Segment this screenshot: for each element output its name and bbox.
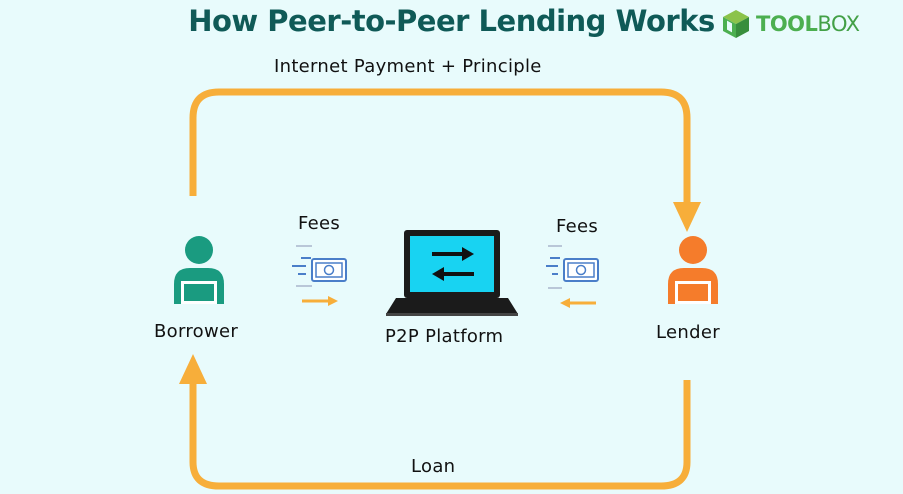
top-flow-arrow	[189, 88, 691, 206]
platform-label: P2P Platform	[385, 326, 504, 347]
money-left-icon	[292, 245, 347, 287]
fees-right-arrow	[560, 298, 596, 308]
logo-text-bold: TOOL	[756, 12, 818, 36]
money-right-icon	[546, 245, 599, 289]
bottom-flow-label: Loan	[411, 456, 456, 477]
cube-icon	[723, 10, 749, 38]
fees-left-label: Fees	[298, 213, 341, 234]
lender-person-icon	[668, 236, 718, 304]
bottom-flow-arrowhead	[179, 354, 207, 384]
toolbox-logo: TOOLBOX	[722, 6, 860, 42]
top-flow-label: Internet Payment + Principle	[274, 56, 542, 77]
page-title: How Peer-to-Peer Lending Works	[188, 4, 715, 38]
logo-text: TOOLBOX	[756, 12, 860, 36]
top-flow-arrowhead	[673, 202, 701, 232]
borrower-label: Borrower	[154, 321, 239, 342]
borrower-person-icon	[174, 236, 224, 304]
lender-label: Lender	[656, 322, 720, 343]
bottom-flow-arrow	[189, 380, 691, 490]
fees-right-label: Fees	[556, 216, 599, 237]
laptop-icon	[386, 230, 518, 316]
fees-left-arrow	[302, 296, 338, 306]
logo-text-thin: BOX	[817, 12, 860, 36]
